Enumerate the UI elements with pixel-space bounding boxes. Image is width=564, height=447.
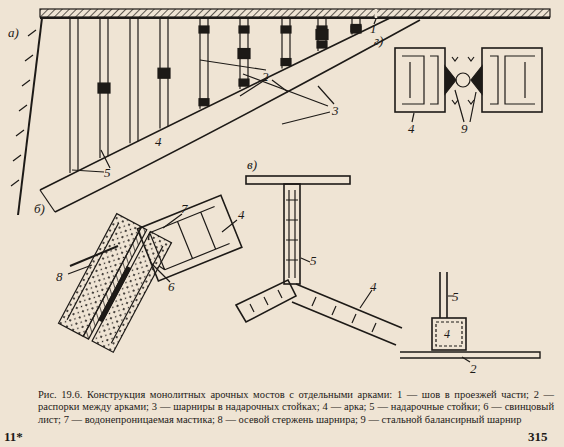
column-edge <box>69 18 70 173</box>
callout-number: 4 <box>238 208 245 222</box>
callout-number: 4 <box>370 280 377 294</box>
callout-number: 9 <box>461 122 468 136</box>
callout-number: 5 <box>104 166 111 180</box>
callout-number: 2 <box>262 70 269 84</box>
panel-letter: в) <box>247 158 257 172</box>
steel-hinge <box>445 66 482 94</box>
hinge <box>239 79 249 86</box>
callout-number: 7 <box>181 202 188 216</box>
deck <box>40 9 550 17</box>
figure-caption: Рис. 19.6. Конструкция монолитных арочны… <box>38 389 554 427</box>
hinge <box>239 26 249 33</box>
callout-number: 5 <box>452 290 459 304</box>
column-edge <box>129 18 130 143</box>
arch-section <box>432 318 466 350</box>
page-number: 315 <box>528 430 548 444</box>
hinge <box>281 26 291 33</box>
callout-number: 3 <box>332 104 339 118</box>
arch-end <box>137 195 241 281</box>
callout-number: 4 <box>444 327 450 341</box>
arch-rib <box>395 48 445 112</box>
column-edge <box>137 18 138 141</box>
callout-number: 5 <box>310 254 317 268</box>
column <box>284 184 300 284</box>
hinge <box>199 99 209 106</box>
panel-letter: б) <box>34 202 45 216</box>
panel-letter: г) <box>374 34 383 48</box>
callout-number: 8 <box>56 270 63 284</box>
hinge <box>351 24 361 31</box>
hinge <box>281 59 291 66</box>
callout-number: 2 <box>470 362 477 376</box>
callout-number: 4 <box>155 135 162 149</box>
column <box>440 272 447 318</box>
strut <box>158 68 170 78</box>
hinge <box>317 41 327 48</box>
strut <box>98 83 110 93</box>
panel-letter: а) <box>8 26 19 40</box>
hinge <box>199 26 209 33</box>
page-number: 11* <box>4 430 23 444</box>
callout-number: 4 <box>408 122 415 136</box>
strut <box>316 30 328 40</box>
strut <box>238 49 250 59</box>
column-edge <box>77 18 78 171</box>
arch <box>40 18 390 190</box>
column-top <box>246 176 350 184</box>
callout-number: 6 <box>168 280 175 294</box>
